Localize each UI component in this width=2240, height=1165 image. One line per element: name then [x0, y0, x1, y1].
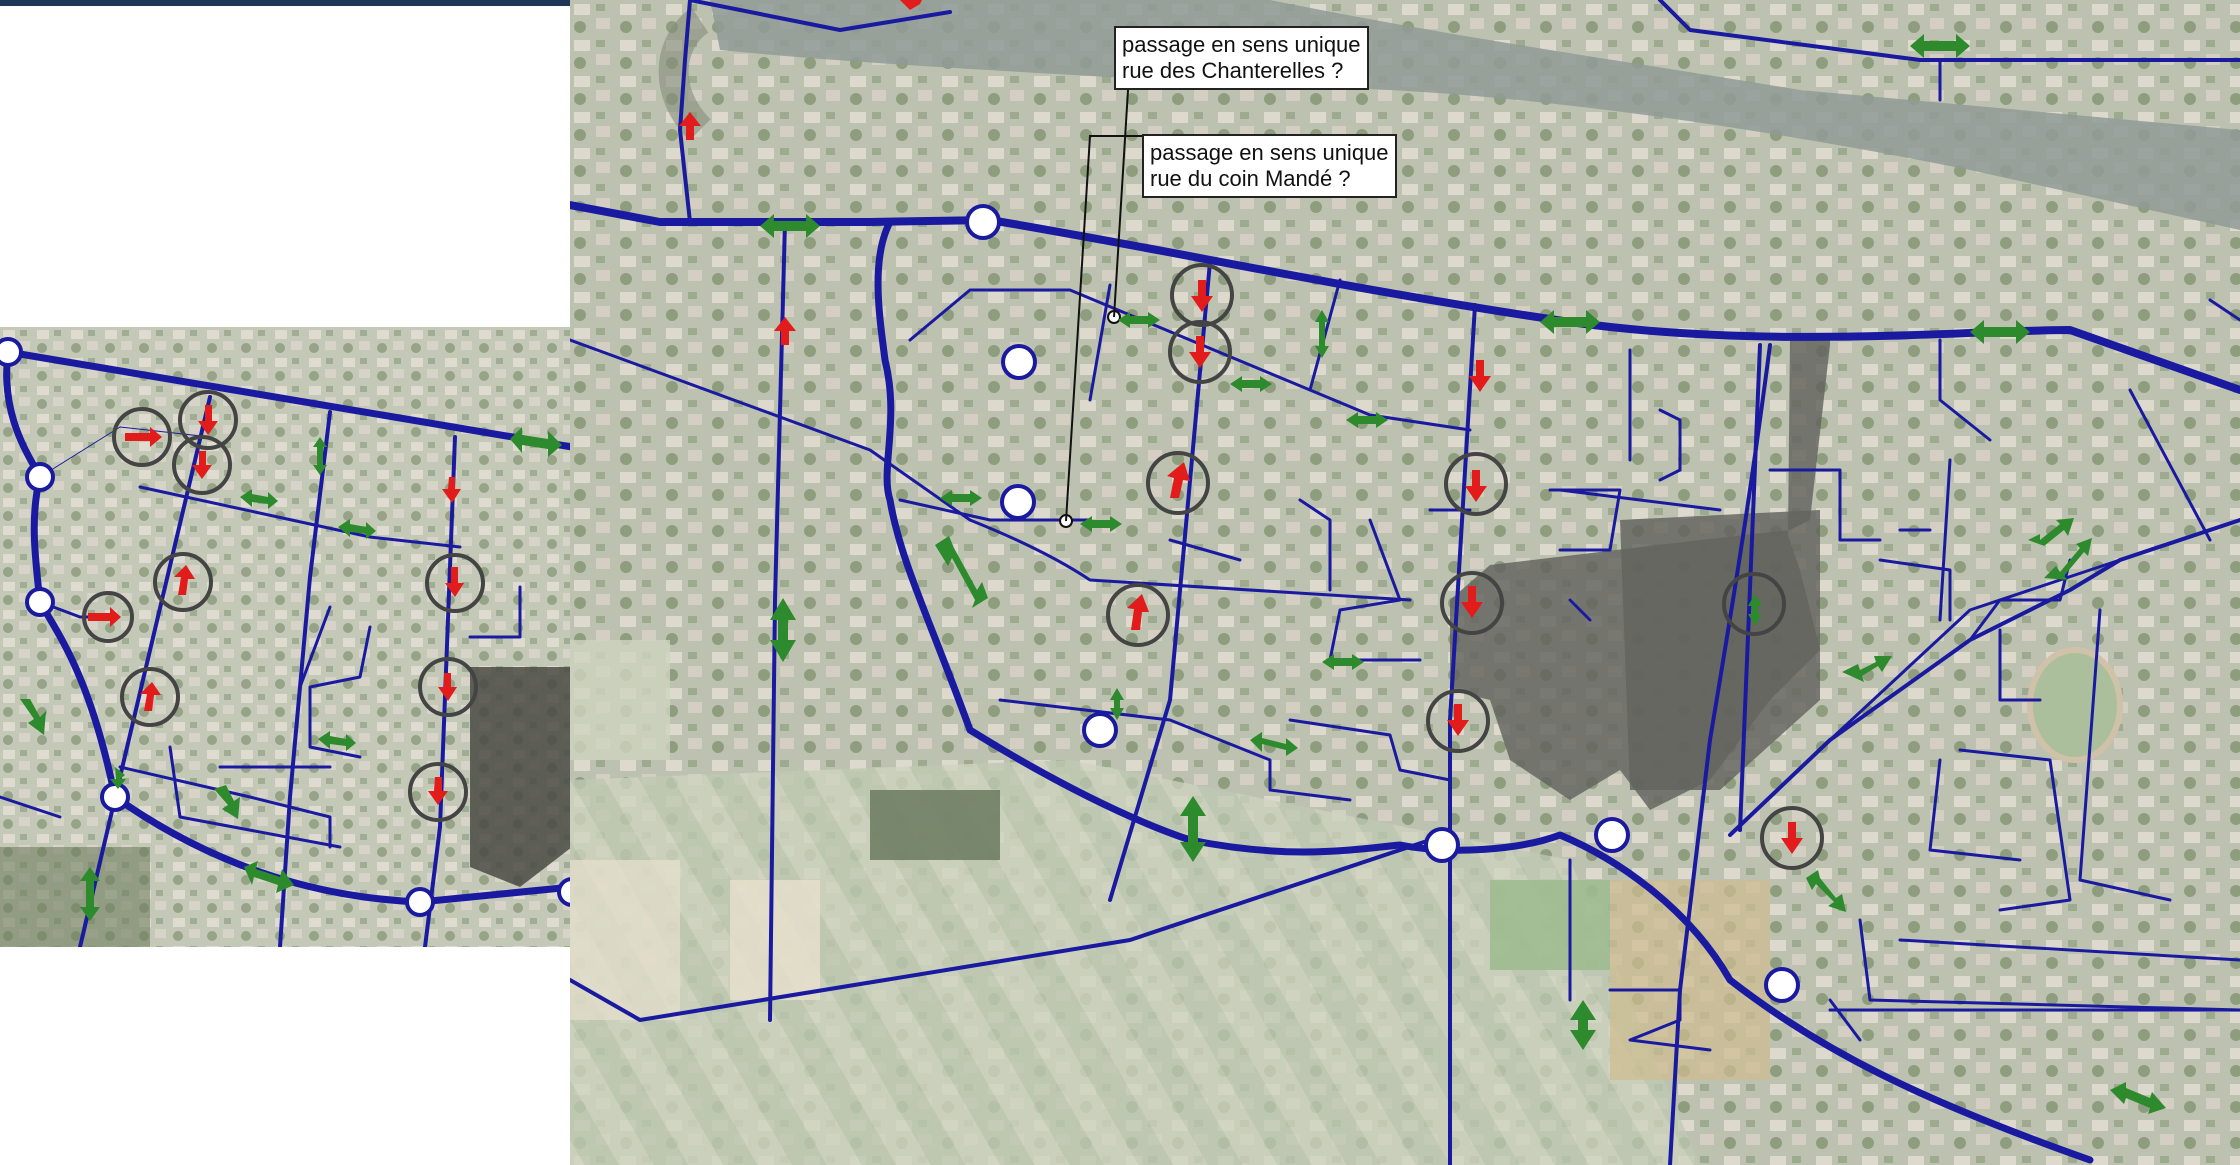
two-way-arrows [20, 427, 562, 921]
main-map[interactable]: passage en sens unique rue des Chanterel… [570, 0, 2240, 1165]
two-way-arrows [760, 34, 2166, 1114]
highlight-circles [82, 390, 485, 822]
callout-line-1: passage en sens unique [1122, 32, 1361, 57]
callout-line-2: rue du coin Mandé ? [1150, 166, 1351, 191]
callout-line-2: rue des Chanterelles ? [1122, 58, 1344, 83]
roundabouts [965, 204, 1800, 1003]
main-map-canvas [570, 0, 2240, 1165]
inset-map[interactable] [0, 327, 572, 947]
road-network [570, 0, 2240, 1165]
callout-line-1: passage en sens unique [1150, 140, 1389, 165]
callout-chanterelles: passage en sens unique rue des Chanterel… [1114, 26, 1369, 90]
sports-field [2027, 647, 2123, 763]
title-bar-strip [0, 0, 570, 6]
river [710, 0, 2240, 230]
shaded-zone [470, 667, 572, 887]
highlight-circles [1106, 263, 1824, 870]
one-way-arrows [88, 405, 464, 805]
inset-map-canvas [0, 327, 572, 947]
one-way-arrows [679, 0, 1803, 854]
roundabouts [0, 337, 572, 917]
farm-fields [570, 760, 1130, 1165]
callout-coin-mande: passage en sens unique rue du coin Mandé… [1142, 134, 1397, 198]
